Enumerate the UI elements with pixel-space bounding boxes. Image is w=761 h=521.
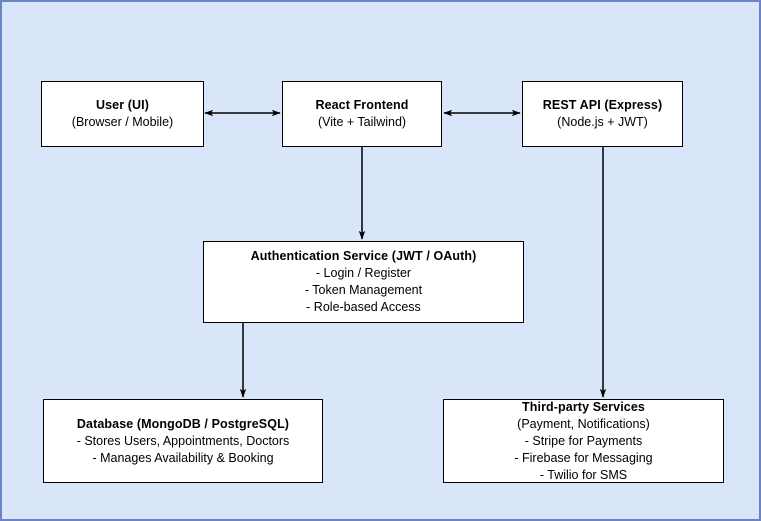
node-user-title: User (UI) bbox=[96, 98, 149, 112]
node-database[interactable]: Database (MongoDB / PostgreSQL) - Stores… bbox=[43, 399, 323, 483]
node-react-frontend-subtitle: (Vite + Tailwind) bbox=[317, 115, 407, 129]
node-third-party-services-item: - Firebase for Messaging bbox=[514, 450, 653, 465]
node-third-party-services-title: Third-party Services bbox=[522, 399, 645, 414]
node-authentication-service-item: - Token Management bbox=[304, 283, 423, 297]
node-react-frontend-title: React Frontend bbox=[315, 98, 409, 112]
node-user[interactable]: User (UI) (Browser / Mobile) bbox=[41, 81, 204, 147]
node-rest-api-title: REST API (Express) bbox=[542, 98, 663, 112]
node-user-subtitle: (Browser / Mobile) bbox=[71, 115, 174, 129]
node-third-party-services-subtitle: (Payment, Notifications) bbox=[517, 416, 650, 431]
node-authentication-service-item: - Role-based Access bbox=[306, 300, 421, 314]
node-database-item: - Manages Availability & Booking bbox=[92, 450, 274, 465]
node-rest-api[interactable]: REST API (Express) (Node.js + JWT) bbox=[522, 81, 683, 147]
node-database-title: Database (MongoDB / PostgreSQL) bbox=[76, 416, 290, 431]
node-database-item: - Stores Users, Appointments, Doctors bbox=[76, 433, 290, 448]
node-authentication-service[interactable]: Authentication Service (JWT / OAuth) - L… bbox=[203, 241, 524, 323]
node-third-party-services[interactable]: Third-party Services (Payment, Notificat… bbox=[443, 399, 724, 483]
node-rest-api-subtitle: (Node.js + JWT) bbox=[557, 115, 648, 129]
node-react-frontend[interactable]: React Frontend (Vite + Tailwind) bbox=[282, 81, 442, 147]
node-authentication-service-title: Authentication Service (JWT / OAuth) bbox=[250, 249, 477, 263]
node-third-party-services-item: - Stripe for Payments bbox=[524, 433, 643, 448]
node-third-party-services-item: - Twilio for SMS bbox=[539, 467, 628, 482]
node-authentication-service-item: - Login / Register bbox=[315, 266, 412, 280]
